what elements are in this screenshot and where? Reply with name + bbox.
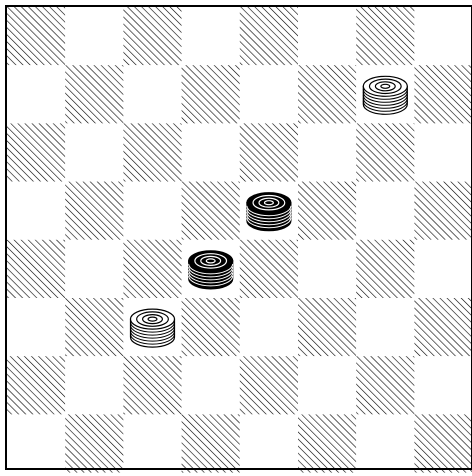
dark-square[interactable] — [123, 7, 181, 65]
white-piece[interactable] — [363, 76, 407, 114]
dark-square[interactable] — [414, 182, 472, 240]
dark-square[interactable] — [123, 356, 181, 414]
dark-square[interactable] — [240, 7, 298, 65]
dark-square[interactable] — [65, 414, 123, 472]
dark-square[interactable] — [414, 65, 472, 123]
dark-square[interactable] — [240, 240, 298, 298]
light-square[interactable] — [240, 414, 298, 472]
light-square[interactable] — [240, 65, 298, 123]
light-square[interactable] — [182, 123, 240, 181]
dark-square[interactable] — [7, 123, 65, 181]
light-square[interactable] — [123, 414, 181, 472]
light-square[interactable] — [298, 7, 356, 65]
black-piece[interactable] — [247, 193, 291, 231]
light-square[interactable] — [414, 356, 472, 414]
dark-square[interactable] — [356, 240, 414, 298]
dark-square[interactable] — [298, 414, 356, 472]
light-square[interactable] — [65, 240, 123, 298]
light-square[interactable] — [298, 356, 356, 414]
dark-square[interactable] — [65, 182, 123, 240]
black-piece[interactable] — [189, 251, 233, 289]
dark-square[interactable] — [7, 7, 65, 65]
light-square[interactable] — [414, 7, 472, 65]
dark-square[interactable] — [182, 414, 240, 472]
light-square[interactable] — [7, 65, 65, 123]
light-square[interactable] — [414, 123, 472, 181]
dark-square[interactable] — [65, 65, 123, 123]
light-square[interactable] — [7, 298, 65, 356]
dark-square[interactable] — [123, 240, 181, 298]
dark-square[interactable] — [356, 356, 414, 414]
light-square[interactable] — [356, 182, 414, 240]
light-square[interactable] — [7, 182, 65, 240]
light-square[interactable] — [240, 298, 298, 356]
light-square[interactable] — [65, 123, 123, 181]
dark-square[interactable] — [414, 414, 472, 472]
dark-square[interactable] — [298, 182, 356, 240]
light-square[interactable] — [7, 414, 65, 472]
dark-square[interactable] — [298, 298, 356, 356]
squares-layer — [7, 7, 472, 473]
dark-square[interactable] — [182, 298, 240, 356]
dark-square[interactable] — [7, 240, 65, 298]
dark-square[interactable] — [65, 298, 123, 356]
white-piece[interactable] — [131, 309, 175, 347]
light-square[interactable] — [123, 65, 181, 123]
dark-square[interactable] — [298, 65, 356, 123]
dark-square[interactable] — [240, 356, 298, 414]
dark-square[interactable] — [7, 356, 65, 414]
dark-square[interactable] — [414, 298, 472, 356]
light-square[interactable] — [298, 240, 356, 298]
light-square[interactable] — [182, 7, 240, 65]
light-square[interactable] — [65, 356, 123, 414]
dark-square[interactable] — [123, 123, 181, 181]
dark-square[interactable] — [356, 123, 414, 181]
dark-square[interactable] — [356, 7, 414, 65]
light-square[interactable] — [356, 414, 414, 472]
light-square[interactable] — [356, 298, 414, 356]
dark-square[interactable] — [182, 65, 240, 123]
light-square[interactable] — [65, 7, 123, 65]
light-square[interactable] — [298, 123, 356, 181]
light-square[interactable] — [414, 240, 472, 298]
dark-square[interactable] — [182, 182, 240, 240]
dark-square[interactable] — [240, 123, 298, 181]
light-square[interactable] — [182, 356, 240, 414]
light-square[interactable] — [123, 182, 181, 240]
